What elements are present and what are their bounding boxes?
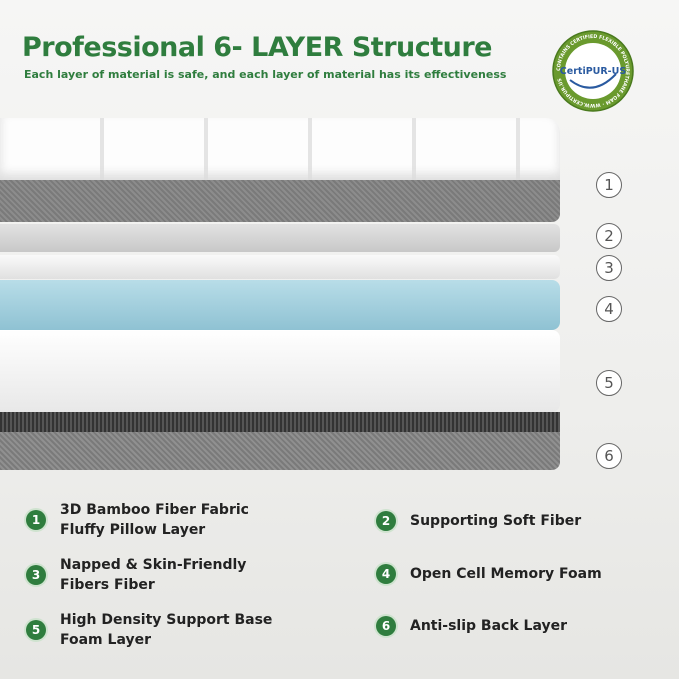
- number-badge-icon: 2: [376, 511, 396, 531]
- layer-number-2: 2: [596, 223, 622, 249]
- legend-label: 3D Bamboo Fiber Fabric Fluffy Pillow Lay…: [60, 502, 249, 538]
- layer-6-antislip: [0, 412, 560, 470]
- badge-text: CertiPUR-US: [560, 66, 627, 77]
- legend-item-5: 5 High Density Support Base Foam Layer: [26, 610, 272, 650]
- legend-label: High Density Support Base Foam Layer: [60, 612, 273, 648]
- layer-4-memory-foam: [0, 280, 560, 330]
- certipur-badge-logo: CONTAINS CERTIFIED FLEXIBLE POLYURETHANE…: [552, 30, 634, 112]
- number-badge-icon: 6: [376, 616, 396, 636]
- number-badge-icon: 5: [26, 620, 46, 640]
- layer-1-quilted-top: [0, 118, 560, 180]
- layer-number-4: 4: [596, 296, 622, 322]
- layer-1-border: [0, 180, 560, 222]
- legend-label: Open Cell Memory Foam: [410, 566, 602, 582]
- layer-3: [0, 255, 560, 279]
- layer-number-6: 6: [596, 443, 622, 469]
- layer-number-5: 5: [596, 370, 622, 396]
- legend-item-1: 1 3D Bamboo Fiber Fabric Fluffy Pillow La…: [26, 500, 249, 540]
- number-badge-icon: 4: [376, 564, 396, 584]
- layer-5-base-foam: [0, 330, 560, 412]
- legend-label: Anti-slip Back Layer: [410, 618, 567, 634]
- legend-item-3: 3 Napped & Skin-Friendly Fibers Fiber: [26, 555, 246, 595]
- legend-label: Napped & Skin-Friendly Fibers Fiber: [60, 557, 247, 593]
- legend-item-2: 2 Supporting Soft Fiber: [376, 511, 581, 531]
- legend-item-6: 6 Anti-slip Back Layer: [376, 616, 567, 636]
- legend-label: Supporting Soft Fiber: [410, 513, 582, 529]
- page-title: Professional 6- LAYER Structure: [22, 32, 493, 63]
- layer-number-1: 1: [596, 172, 622, 198]
- badge-graphic: CONTAINS CERTIFIED FLEXIBLE POLYURETHANE…: [552, 30, 634, 112]
- legend-item-4: 4 Open Cell Memory Foam: [376, 564, 602, 584]
- page-subtitle: Each layer of material is safe, and each…: [24, 68, 507, 81]
- number-badge-icon: 3: [26, 565, 46, 585]
- number-badge-icon: 1: [26, 510, 46, 530]
- layer-number-3: 3: [596, 255, 622, 281]
- layer-2: [0, 224, 560, 252]
